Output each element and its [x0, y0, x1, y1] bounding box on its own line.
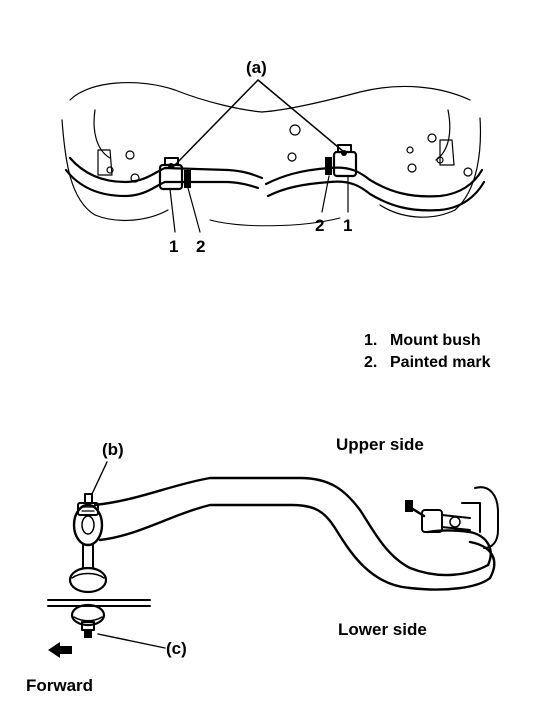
bottom-figure [47, 461, 499, 658]
legend-num: 1. [364, 332, 378, 349]
callout-left-bush: 1 [169, 237, 179, 256]
legend-item-mount-bush: 1. Mount bush [364, 330, 490, 352]
callout-left-mark: 2 [196, 237, 206, 256]
legend: 1. Mount bush 2. Painted mark [364, 330, 490, 374]
upper-side-label: Upper side [336, 435, 424, 454]
lower-side-label: Lower side [338, 620, 427, 639]
forward-label: Forward [26, 676, 94, 695]
callout-right-bush: 1 [343, 216, 353, 235]
legend-item-painted-mark: 2. Painted mark [364, 352, 490, 374]
callout-b: (b) [102, 440, 124, 459]
legend-num: 2. [364, 354, 378, 371]
callout-c: (c) [166, 639, 187, 658]
forward-arrow-icon [48, 642, 72, 658]
callout-right-mark: 2 [315, 216, 325, 235]
top-figure [61, 79, 486, 233]
legend-text: Painted mark [390, 354, 491, 371]
callout-a: (a) [246, 58, 267, 77]
legend-text: Mount bush [390, 332, 481, 349]
